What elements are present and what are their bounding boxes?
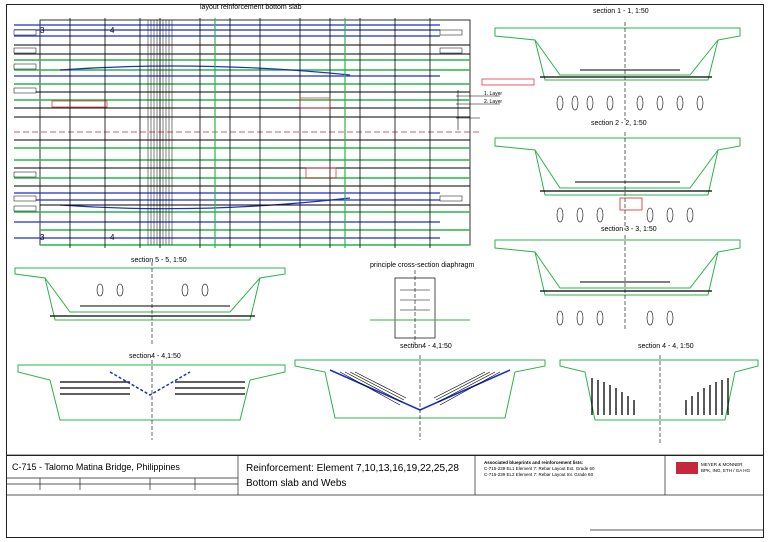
section-5-drawing <box>14 262 286 345</box>
project-name: C-715 - Talomo Matina Bridge, Philippine… <box>12 462 180 472</box>
heading-line-2: Bottom slab and Webs <box>246 478 347 489</box>
layout-plan: 3 4 3 4 <box>13 18 480 248</box>
company-name: MEYER & MONNER <box>701 462 743 467</box>
section-4a-title: section4 - 4,1:50 <box>129 353 181 360</box>
section-1-drawing <box>481 22 741 120</box>
section-3-title: section 3 - 3, 1:50 <box>601 226 657 233</box>
svg-text:4: 4 <box>110 26 115 35</box>
svg-text:3: 3 <box>40 26 45 35</box>
svg-text:3: 3 <box>40 233 45 242</box>
section-2-drawing <box>494 132 741 230</box>
assoc-line-2: C-715-239 EL2 Element 7: Rebar Layout In… <box>484 472 594 477</box>
drawing-heading: Reinforcement: Element 7,10,13,16,19,22,… <box>246 461 459 491</box>
company-info: MEYER & MONNER BPK, ING, ETH / GA HG <box>701 462 750 473</box>
assoc-title: Associated blueprints and reinforcement … <box>484 460 584 465</box>
title-block: C-715 - Talomo Matina Bridge, Philippine… <box>6 455 764 539</box>
layout-title: layout reinforcement bottom slab <box>200 4 302 11</box>
company-sub: BPK, ING, ETH / GA HG <box>701 467 751 473</box>
diaphragm-drawing <box>370 270 470 345</box>
section-4c-title: section 4 - 4, 1:50 <box>638 343 694 350</box>
diaphragm-title: principle cross-section diaphragm <box>370 262 475 269</box>
section-5-title: section 5 - 5, 1:50 <box>131 257 187 264</box>
section-4a-drawing <box>17 360 286 440</box>
associated-blueprints: Associated blueprints and reinforcement … <box>484 460 595 478</box>
layer-legend <box>456 90 500 130</box>
section-1-title: section 1 - 1, 1:50 <box>593 8 649 15</box>
layer-2-label: 2. Layer <box>484 99 503 105</box>
drawing-sheet <box>6 4 764 538</box>
section-4b-title: section4 - 4,1:50 <box>400 343 452 350</box>
section-3-drawing <box>494 235 741 330</box>
layer-1-label: 1. Layer <box>484 91 503 97</box>
section-2-title: section 2 - 2, 1:50 <box>591 120 647 127</box>
assoc-line-1: C-715-239 EL1 Element 7: Rebar Layout Ex… <box>484 466 595 471</box>
section-4c-drawing <box>559 355 759 445</box>
section-4b-drawing <box>294 355 546 440</box>
company-logo-icon <box>676 462 698 474</box>
heading-line-1: Reinforcement: Element 7,10,13,16,19,22,… <box>246 463 459 474</box>
svg-text:4: 4 <box>110 233 115 242</box>
